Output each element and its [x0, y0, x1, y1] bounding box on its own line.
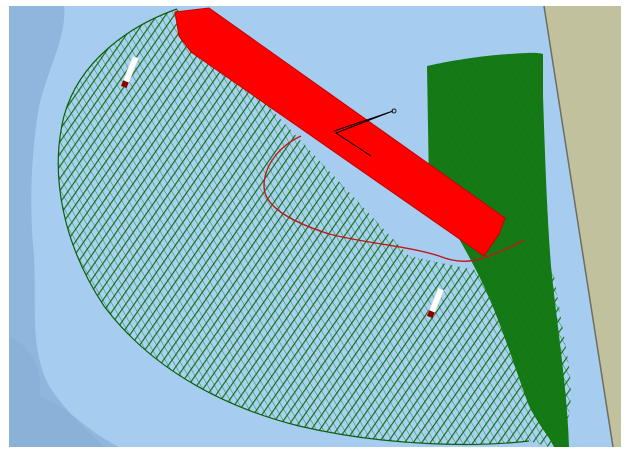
shore-area — [544, 6, 621, 447]
berth-swept-texture — [427, 52, 569, 447]
shore-edge — [543, 6, 614, 447]
tug-stern — [120, 80, 129, 89]
mooring-line-end — [391, 108, 397, 114]
tug-icon[interactable] — [120, 55, 139, 89]
tug-stern — [426, 310, 435, 319]
shallow-water-patch — [9, 336, 119, 447]
swept-area-overlay — [58, 9, 571, 447]
ship-marker-icon[interactable] — [174, 7, 506, 257]
tug-icon[interactable] — [426, 287, 445, 319]
ship-track — [263, 135, 525, 262]
mooring-line-icon[interactable] — [333, 110, 394, 157]
ship-simulation-viewport[interactable] — [9, 6, 621, 447]
swept-area-outline — [57, 8, 530, 446]
shallow-water — [9, 6, 104, 447]
